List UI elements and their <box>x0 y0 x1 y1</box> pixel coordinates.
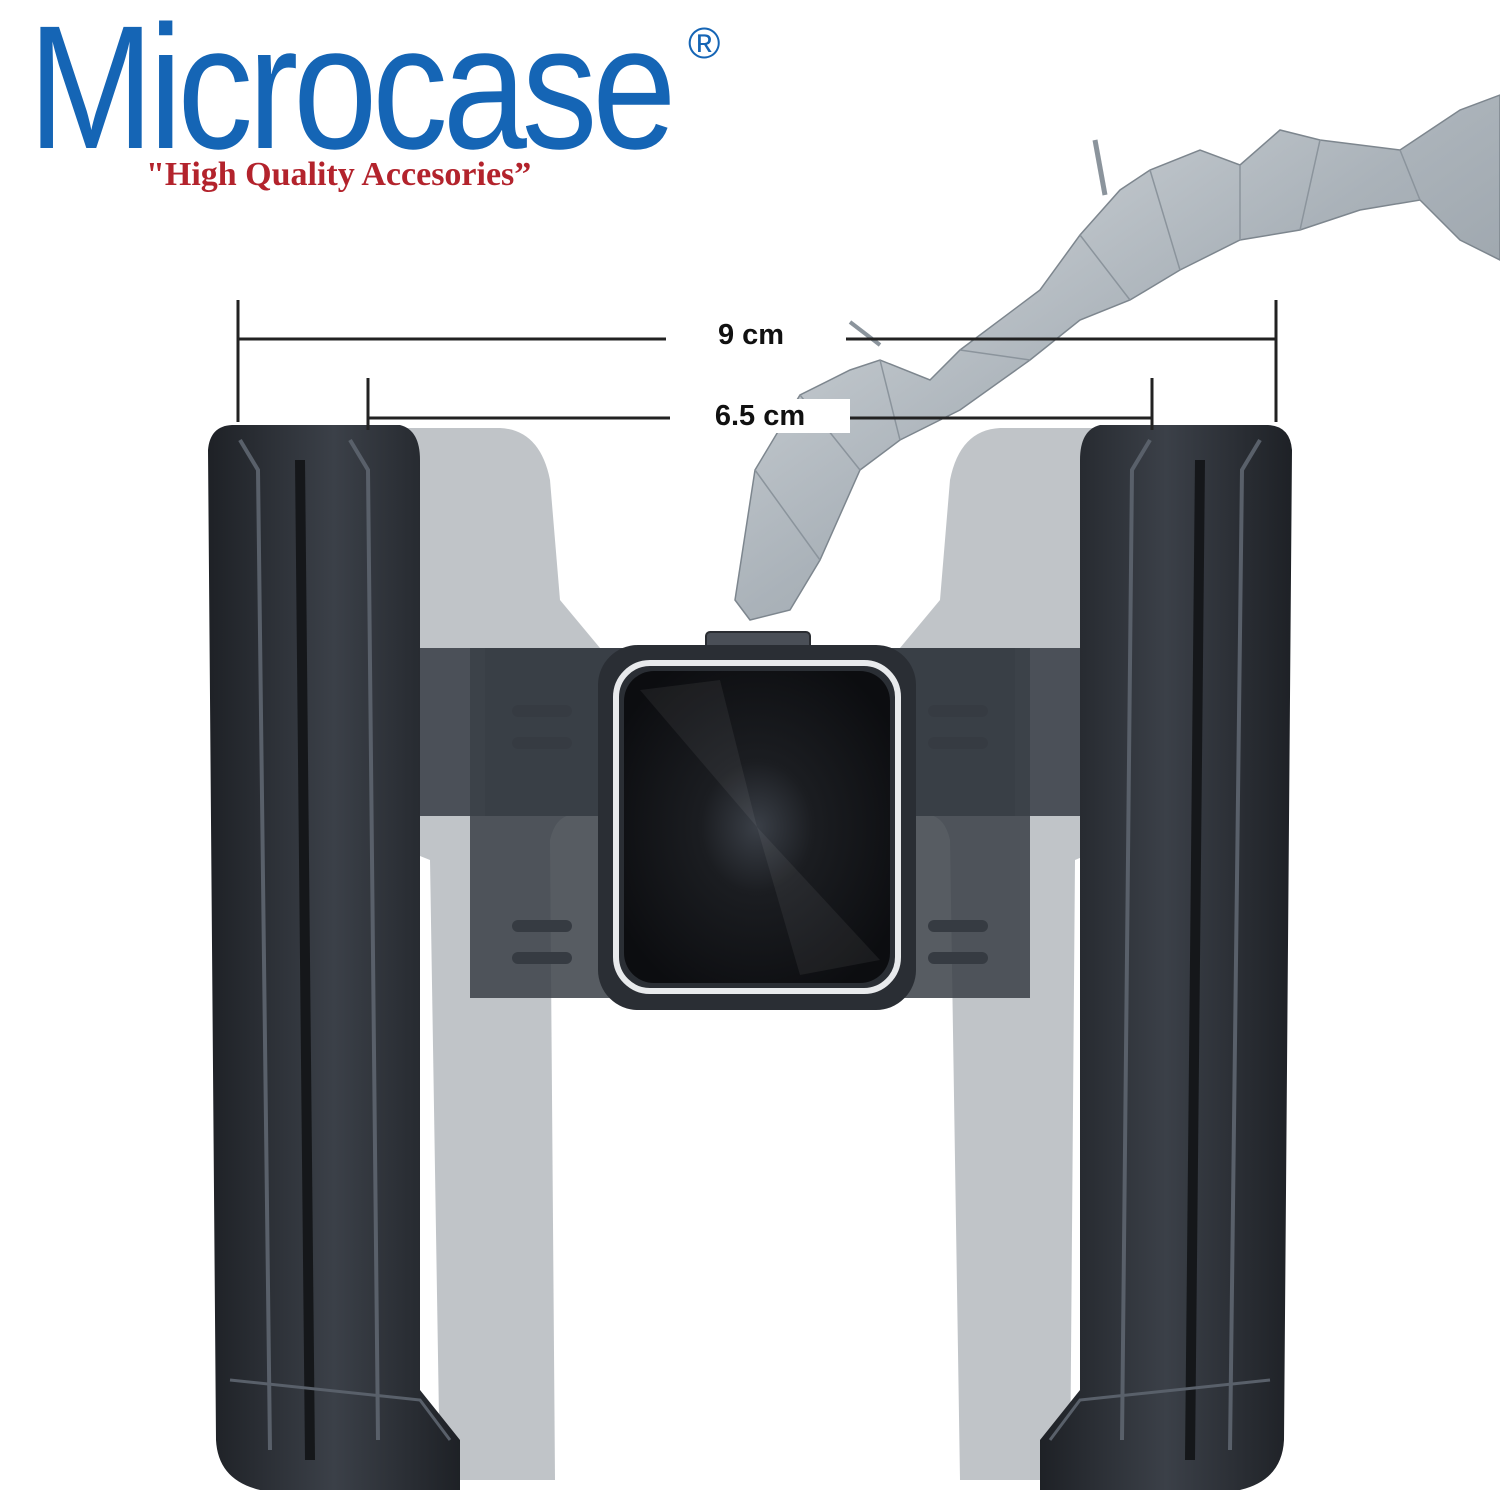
inner-width-label: 6.5 cm <box>670 399 850 433</box>
magnetic-disc <box>598 645 916 1010</box>
left-clamp-arm <box>208 425 460 1490</box>
brand-name: Microcase <box>28 0 676 186</box>
pointing-hand <box>734 94 1500 621</box>
registered-mark: ® <box>688 19 721 68</box>
dimension-lines <box>236 300 1278 430</box>
brand-tagline: "High Quality Accesories” <box>146 156 532 193</box>
right-clamp-arm <box>1040 425 1292 1490</box>
outer-width-label: 9 cm <box>676 318 826 352</box>
brand-logo: Microcase ® "High Quality Accesories” <box>0 0 800 200</box>
